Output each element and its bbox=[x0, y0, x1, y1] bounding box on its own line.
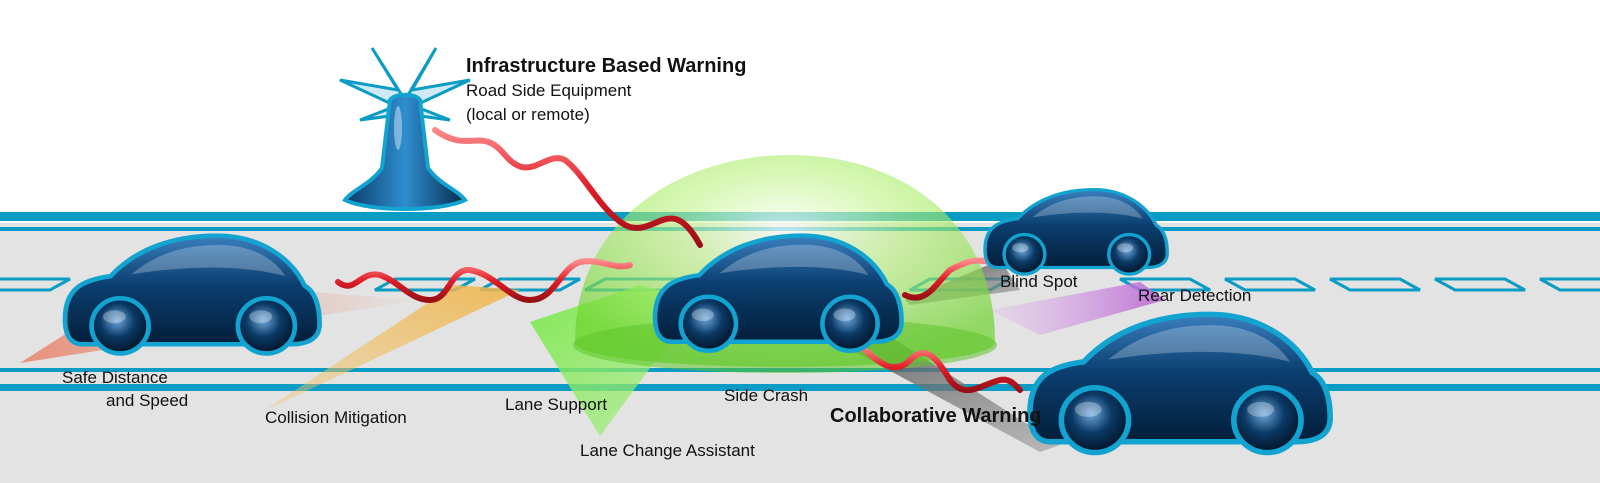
safe-distance-line1: Safe Distance bbox=[62, 368, 168, 387]
infrastructure-line2: (local or remote) bbox=[466, 105, 590, 124]
lane-change-assistant-label: Lane Change Assistant bbox=[580, 441, 755, 460]
rear-detection-zone bbox=[990, 282, 1165, 335]
safe-distance-line2: and Speed bbox=[106, 391, 188, 410]
blind-spot-label: Blind Spot bbox=[1000, 272, 1078, 291]
signal-wave-icon bbox=[335, 127, 1023, 393]
collision-mitigation-zone bbox=[262, 285, 520, 412]
car-icon bbox=[983, 187, 1169, 276]
infrastructure-title: Infrastructure Based Warning bbox=[466, 55, 746, 77]
road-middle-edge-inner bbox=[0, 384, 1600, 391]
side-crash-label: Side Crash bbox=[724, 386, 808, 405]
rear-detection-label: Rear Detection bbox=[1138, 286, 1251, 305]
infrastructure-line1: Road Side Equipment bbox=[466, 81, 632, 100]
roadside-beacon-icon bbox=[339, 47, 471, 211]
collision-mitigation-label: Collision Mitigation bbox=[265, 408, 407, 427]
lane-support-label: Lane Support bbox=[505, 395, 607, 414]
collaborative-warning-label: Collaborative Warning bbox=[830, 405, 1042, 427]
